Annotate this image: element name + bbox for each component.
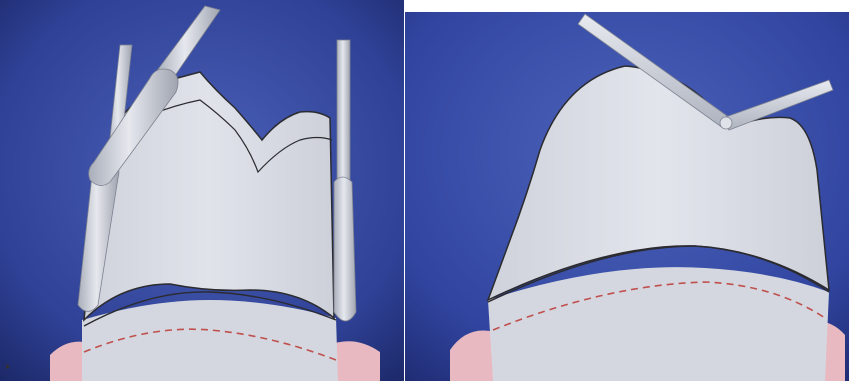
left-illustration <box>0 0 405 381</box>
right-panel <box>405 0 849 381</box>
right-illustration <box>405 0 849 381</box>
corner-mark: ▸ <box>6 363 11 372</box>
left-panel: ▸ <box>0 0 405 381</box>
top-white-band <box>405 0 849 12</box>
tooth-root <box>82 300 338 381</box>
